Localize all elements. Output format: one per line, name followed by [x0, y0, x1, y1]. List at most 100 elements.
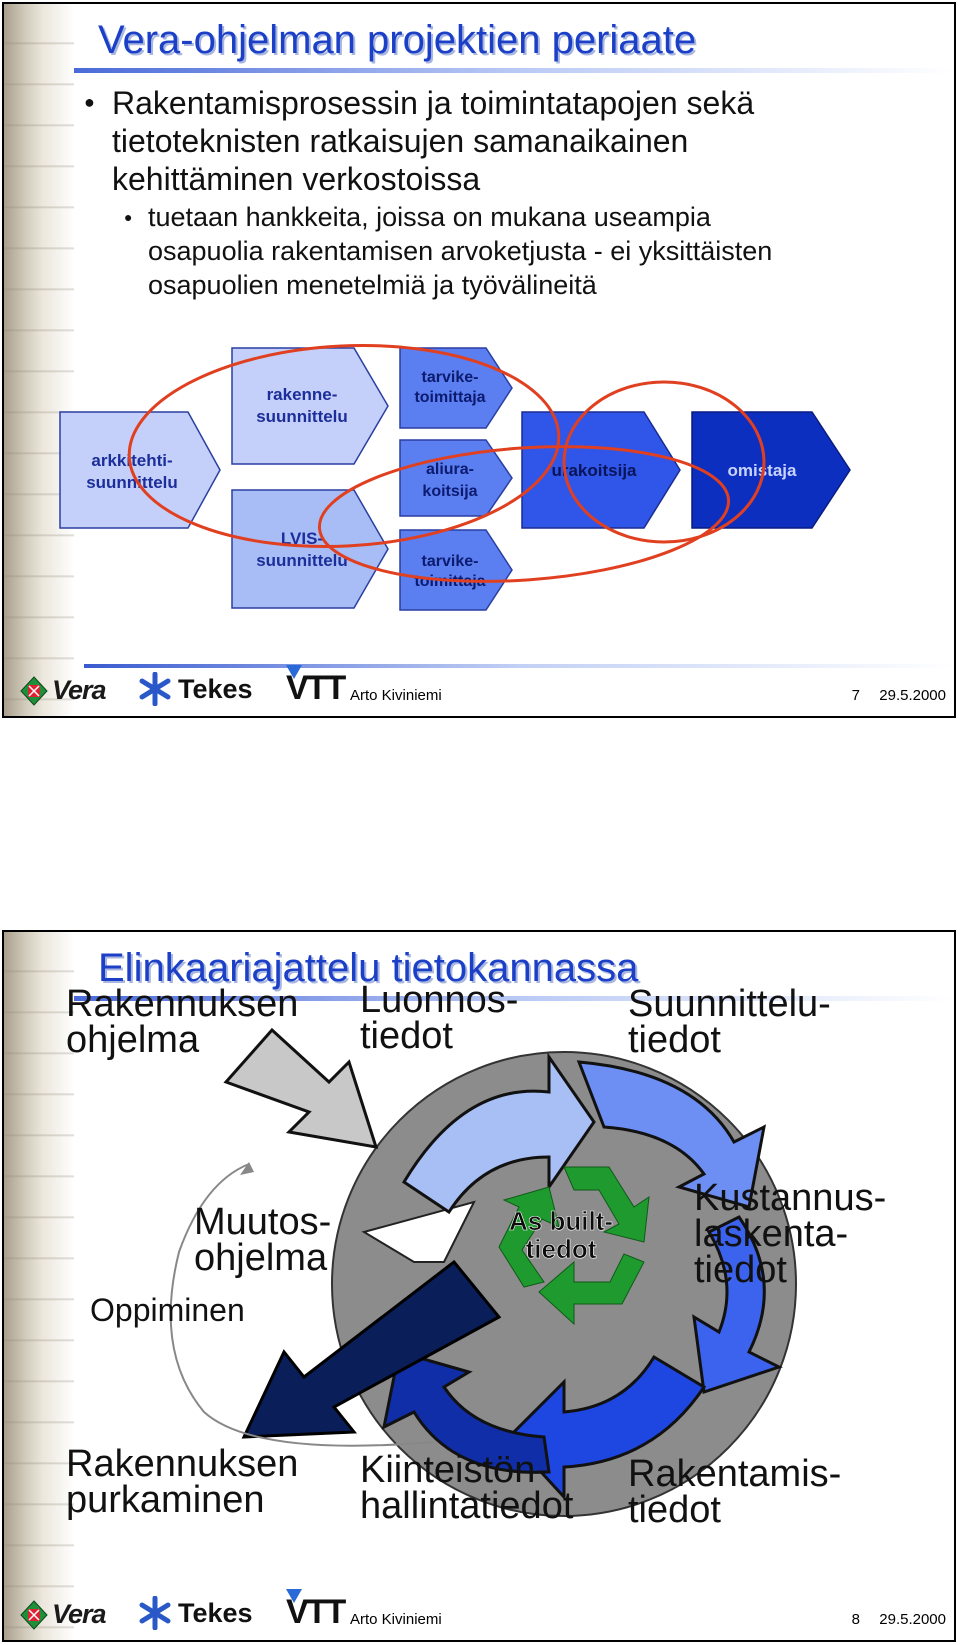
label-tarvike-1b: toimittaja — [414, 389, 485, 406]
vtt-logo: VTT — [286, 665, 346, 708]
label-lvis-1: LVIS- — [281, 529, 323, 548]
label-urakoitsija: urakoitsija — [551, 461, 637, 480]
footer-author: Arto Kiviniemi — [350, 687, 442, 704]
text-line: ohjelma — [66, 1019, 200, 1061]
text-line: Kiinteistön- — [360, 1449, 548, 1491]
box-tarvike-1 — [399, 347, 513, 429]
tekes-snowflake-icon — [139, 1596, 171, 1630]
slide-8: Elinkaariajattelu tietokannassa As built… — [2, 930, 956, 1642]
label-aliura-1: aliura- — [426, 461, 474, 478]
label-luonnostiedot: Luonnos- tiedot — [360, 979, 519, 1057]
label-rakentamistiedot: Rakentamis- tiedot — [628, 1453, 842, 1531]
text-line: Luonnos- — [360, 979, 519, 1021]
text-line: tiedot — [628, 1489, 721, 1531]
text-line: Suunnittelu- — [628, 983, 831, 1025]
box-urakoitsija — [521, 411, 681, 529]
vtt-triangle-icon — [286, 665, 302, 679]
bullet-main-line: Rakentamisprosessin ja toimintatapojen s… — [112, 85, 755, 121]
label-lvis-2: suunnittelu — [256, 551, 348, 570]
label-aliura-2: koitsija — [422, 483, 477, 500]
text-line: tiedot — [628, 1019, 721, 1061]
ring-supply — [317, 445, 731, 583]
slide-title: Vera-ohjelman projektien periaate — [98, 18, 697, 62]
box-tarvike-2 — [399, 529, 513, 611]
value-chain-diagram: arkkitehti- suunnittelu rakenne- suunnit… — [59, 344, 851, 611]
text-line: Muutos- — [194, 1201, 332, 1243]
cycle-arrow-kustannus — [692, 1215, 783, 1394]
building-photo-strip — [4, 4, 74, 716]
bullet-sub-line: osapuolien menetelmiä ja työvälineitä — [148, 270, 597, 300]
box-rakenne — [231, 347, 389, 465]
bullet-list: Rakentamisprosessin ja toimintatapojen s… — [84, 83, 944, 302]
title-underline — [74, 996, 954, 1001]
text-line: tiedot — [360, 1015, 453, 1057]
output-arrow — [241, 1259, 502, 1439]
tekes-logo: Tekes — [138, 672, 253, 706]
label-arkkitehti-2: suunnittelu — [86, 473, 178, 492]
text-line: Kustannus- — [694, 1177, 887, 1219]
vera-logo: Vera — [20, 1599, 107, 1630]
text-line: purkaminen — [66, 1479, 265, 1521]
box-lvis — [231, 489, 389, 609]
text-line: Rakentamis- — [628, 1453, 842, 1495]
footer-page-number: 7 — [851, 687, 860, 704]
building-photo-strip — [4, 932, 74, 1640]
footer-author: Arto Kiviniemi — [350, 1611, 442, 1628]
as-built-label-2: tiedot — [526, 1234, 597, 1264]
footer-line — [84, 664, 954, 668]
bullet-sub-line: tuetaan hankkeita, joissa on mukana usea… — [148, 202, 711, 232]
ring-owner — [562, 380, 766, 544]
slide-7: Vera-ohjelman projektien periaate Rakent… — [2, 2, 956, 718]
cycle-arrow-suunnittelu — [576, 1060, 767, 1209]
label-kustannuslaskentatiedot: Kustannus- laskenta- tiedot — [694, 1177, 887, 1291]
input-arrow — [223, 1027, 379, 1149]
footer: Vera Tekes VTT Arto Kiviniemi 8 29.5.200… — [4, 1588, 954, 1640]
lifecycle-diagram: As built- tiedot — [169, 1027, 797, 1517]
label-muutosohjelma: Muutos- ohjelma — [194, 1201, 332, 1279]
footer: Vera Tekes VTT Arto Kiviniemi 7 29.5.200… — [4, 664, 954, 716]
vera-mark-icon — [20, 1599, 48, 1630]
box-aliura — [399, 439, 513, 517]
vtt-logo: VTT — [286, 1589, 346, 1632]
label-rakennuksen-ohjelma: Rakennuksen ohjelma — [66, 983, 299, 1061]
bullet-main: Rakentamisprosessin ja toimintatapojen s… — [84, 83, 944, 198]
text-line: ohjelma — [194, 1237, 328, 1279]
vtt-triangle-icon — [286, 1589, 302, 1603]
bullet-main-line: kehittäminen verkostoissa — [112, 161, 481, 197]
cycle-arrow-rakentamis — [506, 1354, 707, 1501]
label-tarvike-1a: tarvike- — [422, 369, 479, 386]
as-built-label-1: As built- — [509, 1206, 613, 1236]
white-arrow — [361, 1200, 476, 1263]
bullet-sub-line: osapuolia rakentamisen arvoketjusta - ei… — [148, 236, 773, 266]
tekes-wordmark: Tekes — [178, 1597, 253, 1628]
text-line: Rakennuksen — [66, 983, 299, 1025]
label-rakenne-2: suunnittelu — [256, 407, 348, 426]
vera-mark-icon — [20, 675, 48, 706]
text-line: Rakennuksen — [66, 1443, 299, 1485]
footer-date: 29.5.2000 — [879, 1611, 946, 1628]
label-oppiminen: Oppiminen — [90, 1292, 245, 1328]
label-kiinteistonhallintatiedot: Kiinteistön- hallintatiedot — [360, 1449, 574, 1527]
label-suunnittelutiedot: Suunnittelu- tiedot — [628, 983, 831, 1061]
ring-design — [127, 344, 561, 548]
recycle-icon — [498, 1166, 650, 1326]
title-underline — [74, 68, 954, 73]
tekes-snowflake-icon — [139, 672, 171, 706]
cycle-arrow-kiinteisto — [381, 1350, 551, 1474]
bullet-main-line: tietoteknisten ratkaisujen samanaikainen — [112, 123, 689, 159]
footer-page-number: 8 — [851, 1611, 860, 1628]
vera-logo: Vera — [20, 675, 107, 706]
footer-date: 29.5.2000 — [879, 687, 946, 704]
box-arkkitehti — [59, 411, 221, 529]
label-tarvike-2a: tarvike- — [422, 553, 479, 570]
learning-loop-arrow — [169, 1163, 435, 1447]
label-rakenne-1: rakenne- — [267, 385, 338, 404]
text-line: tiedot — [694, 1249, 787, 1291]
box-omistaja — [691, 411, 851, 529]
vera-wordmark: Vera — [52, 1599, 107, 1629]
learning-loop-arrowhead — [240, 1162, 254, 1175]
vera-wordmark: Vera — [52, 675, 107, 705]
text-line: hallintatiedot — [360, 1485, 574, 1527]
label-arkkitehti-1: arkkitehti- — [91, 451, 172, 470]
label-rakennuksen-purkaminen: Rakennuksen purkaminen — [66, 1443, 299, 1521]
